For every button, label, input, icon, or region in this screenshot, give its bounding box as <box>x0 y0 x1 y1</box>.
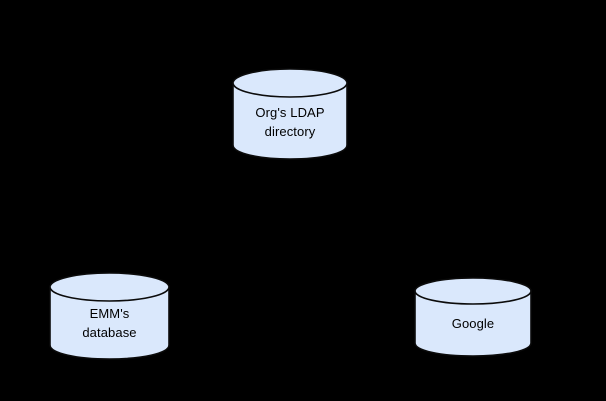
node-google[interactable]: Google <box>414 277 532 357</box>
node-emm-database[interactable]: EMM's database <box>49 272 170 360</box>
node-org-ldap-directory[interactable]: Org's LDAP directory <box>232 68 348 160</box>
cylinder-shape-icon <box>49 272 170 360</box>
cylinder-shape-icon <box>414 277 532 357</box>
cylinder-shape-icon <box>232 68 348 160</box>
